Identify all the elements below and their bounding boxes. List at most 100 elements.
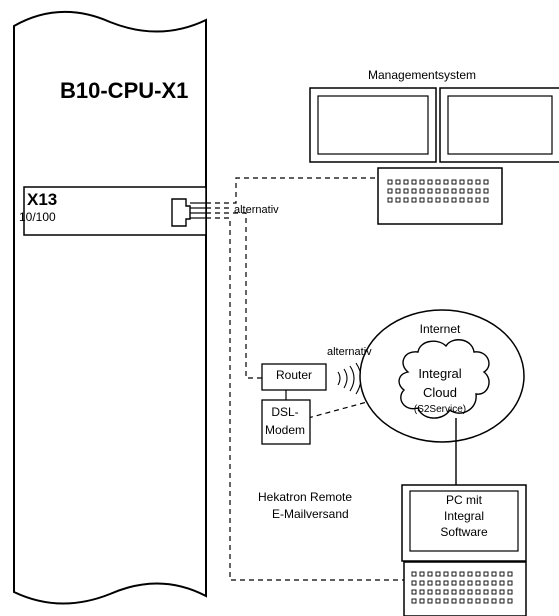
remote-label-2: E-Mailversand bbox=[272, 507, 349, 521]
keyboard-key bbox=[411, 571, 417, 577]
keyboard-key bbox=[411, 580, 417, 586]
keyboard-key bbox=[467, 598, 473, 604]
keyboard-key bbox=[443, 598, 449, 604]
keyboard-key bbox=[459, 571, 465, 577]
keyboard-key bbox=[419, 580, 425, 586]
keyboard-key bbox=[443, 571, 449, 577]
keyboard-key bbox=[459, 589, 465, 595]
keyboard-key bbox=[435, 188, 441, 194]
keyboard-key bbox=[427, 197, 433, 203]
keyboard-key bbox=[403, 179, 409, 185]
pc-label: PC mit Integral Software bbox=[410, 492, 518, 540]
dashed-link-pc bbox=[206, 217, 404, 581]
pc-keyboard bbox=[403, 561, 527, 616]
pc-line-2: Integral bbox=[443, 509, 485, 523]
keyboard-key bbox=[395, 197, 401, 203]
keyboard-key bbox=[419, 197, 425, 203]
keyboard-key bbox=[475, 179, 481, 185]
pc-keyboard-keys bbox=[411, 571, 513, 604]
keyboard-key bbox=[459, 197, 465, 203]
keyboard-keys bbox=[387, 179, 489, 203]
keyboard-key bbox=[435, 197, 441, 203]
keyboard-key bbox=[435, 580, 441, 586]
dsl-modem-box bbox=[261, 399, 311, 445]
keyboard-key bbox=[451, 188, 457, 194]
keyboard-key bbox=[483, 197, 489, 203]
keyboard-key bbox=[451, 598, 457, 604]
keyboard-key bbox=[451, 571, 457, 577]
keyboard-key bbox=[499, 580, 505, 586]
dsl-modem-label: DSL- Modem bbox=[262, 400, 308, 444]
keyboard-key bbox=[411, 589, 417, 595]
keyboard-key bbox=[427, 188, 433, 194]
cloud-label-1: Integral bbox=[418, 366, 462, 381]
cloud-label-2: Cloud bbox=[423, 385, 457, 400]
keyboard-key bbox=[427, 589, 433, 595]
keyboard-key bbox=[475, 197, 481, 203]
keyboard-key bbox=[483, 179, 489, 185]
keyboard-key bbox=[467, 580, 473, 586]
wireless-icon bbox=[337, 362, 362, 395]
pc-line-3: Software bbox=[440, 525, 488, 539]
keyboard-key bbox=[427, 580, 433, 586]
keyboard-key bbox=[475, 598, 481, 604]
keyboard-key bbox=[475, 188, 481, 194]
keyboard-key bbox=[459, 188, 465, 194]
keyboard-key bbox=[507, 571, 513, 577]
dashed-link-router bbox=[206, 212, 262, 379]
keyboard-key bbox=[435, 589, 441, 595]
internet-label: Internet bbox=[419, 322, 461, 336]
keyboard-key bbox=[419, 589, 425, 595]
keyboard-key bbox=[507, 598, 513, 604]
dsl-line-1: DSL- bbox=[271, 405, 299, 419]
keyboard-key bbox=[419, 598, 425, 604]
keyboard-key bbox=[459, 598, 465, 604]
management-label: Managementsystem bbox=[368, 68, 477, 82]
keyboard-key bbox=[467, 179, 473, 185]
keyboard-key bbox=[435, 571, 441, 577]
keyboard-key bbox=[411, 188, 417, 194]
keyboard-key bbox=[491, 580, 497, 586]
keyboard-key bbox=[483, 188, 489, 194]
keyboard-key bbox=[507, 589, 513, 595]
keyboard-key bbox=[499, 589, 505, 595]
keyboard-key bbox=[411, 598, 417, 604]
keyboard-key bbox=[467, 589, 473, 595]
keyboard-key bbox=[491, 589, 497, 595]
keyboard-key bbox=[395, 179, 401, 185]
keyboard-key bbox=[403, 188, 409, 194]
management-keyboard bbox=[377, 167, 503, 225]
keyboard-key bbox=[443, 179, 449, 185]
keyboard-key bbox=[443, 589, 449, 595]
keyboard-key bbox=[395, 188, 401, 194]
keyboard-key bbox=[483, 571, 489, 577]
alternative-label-2: alternativ bbox=[327, 346, 372, 358]
keyboard-key bbox=[443, 188, 449, 194]
keyboard-key bbox=[387, 179, 393, 185]
keyboard-key bbox=[387, 197, 393, 203]
keyboard-key bbox=[451, 589, 457, 595]
alternative-label-1: alternativ bbox=[234, 204, 279, 216]
port-speed: 10/100 bbox=[19, 210, 56, 224]
device-title: B10-CPU-X1 bbox=[60, 78, 189, 103]
pc-line-1: PC mit bbox=[446, 493, 482, 507]
keyboard-key bbox=[411, 179, 417, 185]
keyboard-key bbox=[483, 580, 489, 586]
remote-label-1: Hekatron Remote bbox=[258, 490, 353, 504]
keyboard-key bbox=[403, 197, 409, 203]
keyboard-key bbox=[419, 571, 425, 577]
keyboard-key bbox=[467, 197, 473, 203]
keyboard-key bbox=[419, 188, 425, 194]
keyboard-key bbox=[499, 571, 505, 577]
keyboard-key bbox=[475, 580, 481, 586]
keyboard-key bbox=[451, 179, 457, 185]
router-label: Router bbox=[275, 368, 313, 382]
keyboard-key bbox=[499, 598, 505, 604]
keyboard-key bbox=[467, 188, 473, 194]
keyboard-key bbox=[491, 598, 497, 604]
keyboard-key bbox=[411, 197, 417, 203]
keyboard-key bbox=[443, 580, 449, 586]
cloud-label-3: (S2Service) bbox=[413, 404, 467, 415]
keyboard-key bbox=[427, 598, 433, 604]
